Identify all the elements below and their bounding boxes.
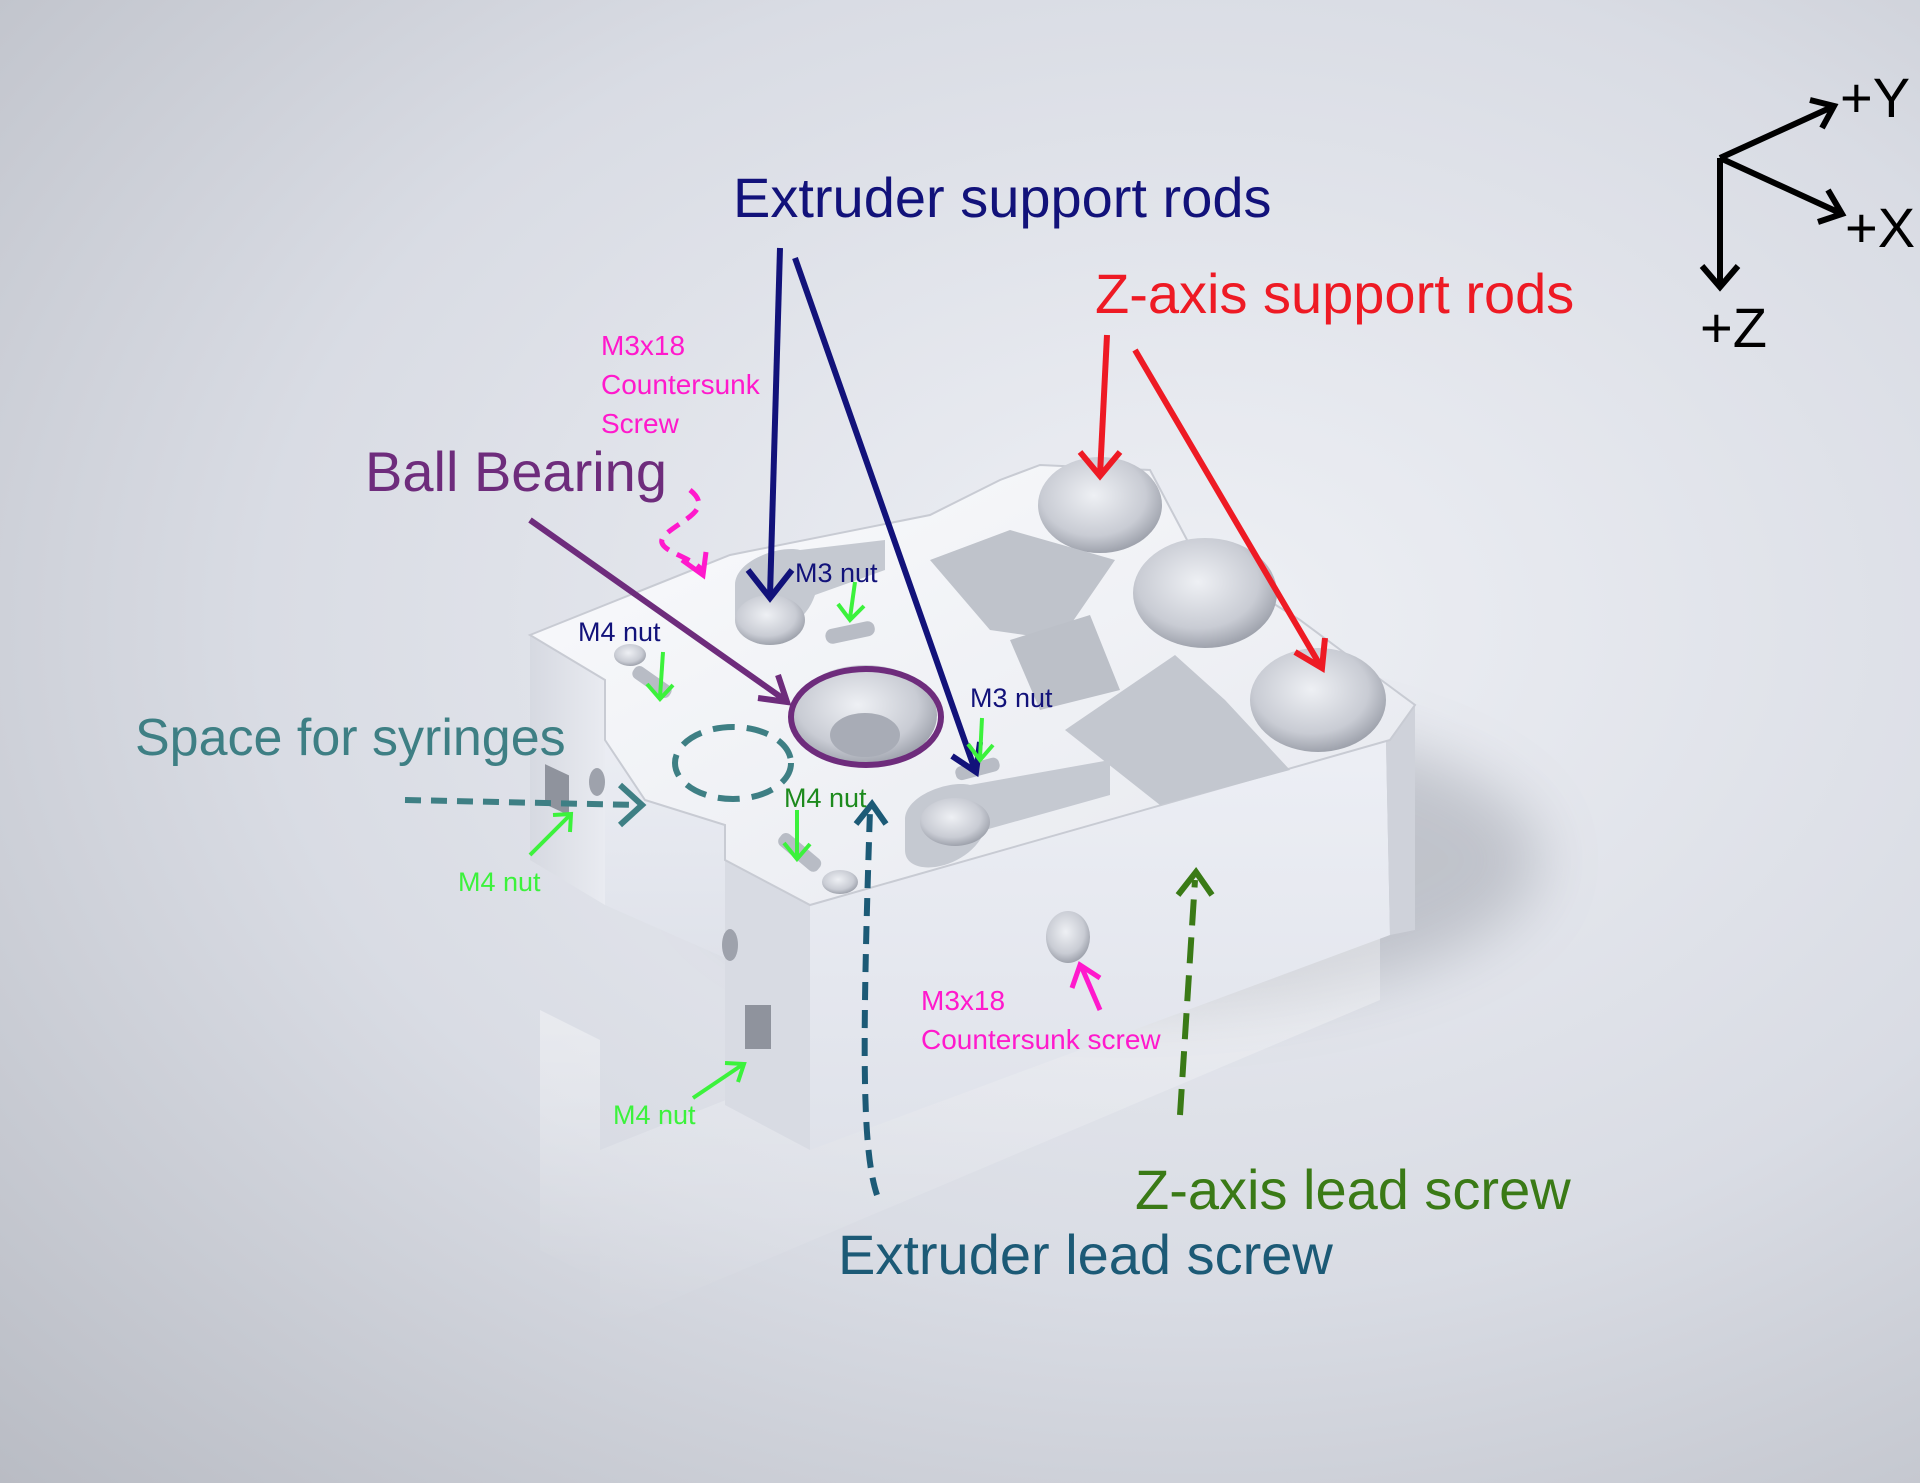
m3-nut-left-arrow (848, 581, 857, 619)
square-pocket-2 (1010, 615, 1120, 710)
z-rods-arrow-right (1132, 348, 1323, 667)
axes-triad (1699, 97, 1847, 292)
m4-nut-top-arrow (658, 651, 665, 698)
z-lead-arrow (1177, 879, 1198, 1116)
label-m3x18-top-line2: Countersunk (601, 369, 760, 401)
label-m3x18-top-line3: Screw (601, 408, 679, 440)
z-rod-hole-1 (1038, 457, 1162, 553)
z-lead-arrowhead (1175, 866, 1215, 897)
extruder-lead-arrow (861, 809, 880, 1196)
m4-nut-bottom-arrowhead (724, 1061, 747, 1083)
label-m3x18-top: M3x18 Countersunk Screw (601, 326, 760, 444)
m4-nut-left-arrowhead (552, 811, 574, 833)
label-m4-nut-top: M4 nut (578, 617, 661, 647)
extruder-rods-arrow-left (767, 247, 783, 597)
screw-side-arrowhead (1069, 961, 1102, 989)
m3-nut-right-arrow (978, 717, 984, 759)
m3-nut-right-arrowhead (966, 742, 995, 764)
axis-x-label: +X (1845, 196, 1916, 259)
square-pocket-1 (930, 530, 1115, 640)
triangle-pocket (1065, 655, 1290, 805)
label-z-axis-lead-screw: Z-axis lead screw (1135, 1158, 1571, 1221)
extruder-rods-arrowhead-left (745, 568, 795, 603)
z-rod-hole-3 (1250, 648, 1386, 752)
ball-bearing-circle (788, 666, 944, 768)
z-rod-hole-2 (1133, 538, 1277, 648)
m4-nut-top-arrowhead (645, 682, 675, 702)
z-rods-arrow-left (1097, 334, 1110, 476)
label-m4-nut-middle: M4 nut (784, 783, 867, 813)
label-m3x18-side: M3x18 Countersunk screw (921, 981, 1161, 1059)
label-m4-nut-bottom: M4 nut (613, 1100, 696, 1130)
left-side-hole (589, 768, 605, 796)
front-left-hole (722, 929, 738, 961)
extruder-rod-hole-top (735, 595, 805, 645)
label-ball-bearing: Ball Bearing (365, 440, 667, 503)
m3-nut-left-arrowhead (836, 602, 866, 624)
syringes-arrowhead (617, 782, 647, 828)
m4-nut-middle-arrowhead (782, 841, 812, 863)
m4-hole-top (614, 644, 646, 666)
label-m3x18-side-line2: Countersunk screw (921, 1024, 1161, 1056)
syringes-arrow (404, 797, 639, 808)
z-rods-arrowhead-left (1077, 450, 1123, 481)
right-end-face (1385, 695, 1415, 935)
m4-nut-slot-middle (778, 833, 822, 872)
side-screw-hole (1046, 911, 1090, 963)
axis-x-line (1718, 155, 1842, 216)
m4-hole-middle (822, 870, 858, 894)
axis-y-line (1718, 104, 1834, 161)
ball-bearing-inner (830, 713, 900, 757)
z-rods-arrowhead-right (1293, 637, 1328, 673)
label-m3x18-top-line1: M3x18 (601, 330, 686, 361)
label-m3x18-side-line1: M3x18 (921, 985, 1006, 1016)
screw-top-arrowhead (680, 551, 709, 580)
axis-z-label: +Z (1700, 296, 1767, 359)
extruder-rod-hole-bottom (920, 798, 990, 846)
axis-z-arrowhead (1699, 264, 1741, 292)
axis-y-arrowhead (1809, 97, 1839, 130)
ball-bearing-arrow (528, 517, 787, 703)
screw-top-arrow (659, 488, 704, 572)
axis-x-arrowhead (1817, 188, 1847, 225)
label-m3-nut-left: M3 nut (795, 558, 878, 588)
syringes-circle (672, 724, 794, 802)
label-m4-nut-left: M4 nut (458, 867, 541, 897)
part-reflection-left (540, 1010, 600, 1280)
label-extruder-lead-screw: Extruder lead screw (838, 1223, 1333, 1286)
m4-nut-left-arrow (528, 813, 572, 857)
screw-side-arrow (1079, 967, 1103, 1011)
label-z-axis-support-rods: Z-axis support rods (1095, 262, 1575, 325)
m4-nut-bottom-arrow (691, 1063, 744, 1100)
axis-y-label: +Y (1840, 66, 1911, 129)
ball-bearing-arrowhead (757, 674, 792, 706)
front-nut-square (745, 1005, 771, 1049)
nut-arrows (528, 581, 995, 1100)
extruder-rods-arrow-right (792, 257, 978, 771)
label-m3-nut-right: M3 nut (970, 683, 1053, 713)
label-space-for-syringes: Space for syringes (135, 709, 566, 767)
label-extruder-support-rods: Extruder support rods (733, 166, 1272, 229)
m3-nut-slot-left (825, 621, 875, 644)
extruder-lead-arrowhead (853, 798, 889, 826)
